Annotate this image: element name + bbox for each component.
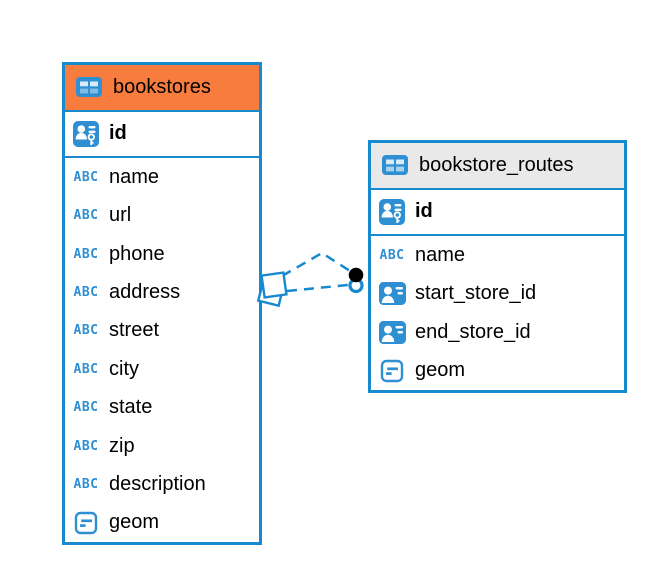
connector-line-upper[interactable] [281,251,351,278]
primary-key-icon [70,120,102,148]
field-row-end-store-id[interactable]: end_store_id [371,313,624,352]
table-header[interactable]: bookstore_routes [371,143,624,190]
field-name: zip [109,434,135,457]
field-row-state[interactable]: ABC state [65,388,259,427]
field-row-start-store-id[interactable]: start_store_id [371,274,624,313]
field-name: city [109,357,139,380]
field-row-phone[interactable]: ABC phone [65,234,259,274]
field-name: url [109,204,132,227]
field-name: description [109,472,206,495]
field-row-id[interactable]: id [371,189,624,236]
table-title: bookstore_routes [419,153,574,176]
table-header[interactable]: bookstores [65,65,259,112]
field-row-name[interactable]: ABC name [65,158,259,197]
text-icon: ABC [379,247,405,263]
field-name: end_store_id [415,320,531,343]
field-row-address[interactable]: ABC address [65,273,259,312]
field-row-description[interactable]: ABC description [65,465,259,504]
text-icon: ABC [73,169,99,185]
primary-key-icon [376,198,408,226]
field-name: id [109,122,127,145]
field-list: ABC name ABC url ABC phone ABC address A… [65,158,259,543]
field-row-geom[interactable]: geom [65,503,259,543]
field-name: state [109,396,153,419]
field-name: geom [109,511,160,534]
text-icon: ABC [73,284,99,300]
text-icon: ABC [73,438,99,454]
geometry-icon [376,359,408,383]
field-name: street [109,319,160,342]
connector-line-lower[interactable] [286,283,349,293]
field-name: start_store_id [415,282,537,305]
table-bookstores[interactable]: bookstores id ABC name [62,62,262,545]
text-icon: ABC [73,208,99,224]
geometry-icon [70,511,102,535]
field-name: name [109,165,160,188]
table-title: bookstores [113,75,211,98]
dot-and-ring-marker[interactable] [348,267,364,294]
text-icon: ABC [73,361,99,377]
field-row-id[interactable]: id [65,111,259,158]
foreign-key-icon [376,281,408,306]
table-icon [381,154,409,176]
field-name: id [415,200,433,223]
field-row-name[interactable]: ABC name [371,236,624,275]
field-name: geom [415,359,466,382]
stacked-diamonds-marker[interactable] [256,271,288,308]
field-list: ABC name start_store_id [371,236,624,390]
table-icon [75,76,103,98]
foreign-key-icon [376,320,408,345]
field-name: address [109,280,181,303]
text-icon: ABC [73,476,99,492]
field-name: name [415,243,466,266]
field-row-url[interactable]: ABC url [65,196,259,235]
field-name: phone [109,242,165,265]
table-bookstore-routes[interactable]: bookstore_routes id ABC name [368,140,627,393]
field-row-street[interactable]: ABC street [65,311,259,351]
text-icon: ABC [73,246,99,262]
text-icon: ABC [73,400,99,416]
field-row-geom[interactable]: geom [371,351,624,390]
field-row-city[interactable]: ABC city [65,350,259,389]
field-row-zip[interactable]: ABC zip [65,426,259,466]
text-icon: ABC [73,323,99,339]
